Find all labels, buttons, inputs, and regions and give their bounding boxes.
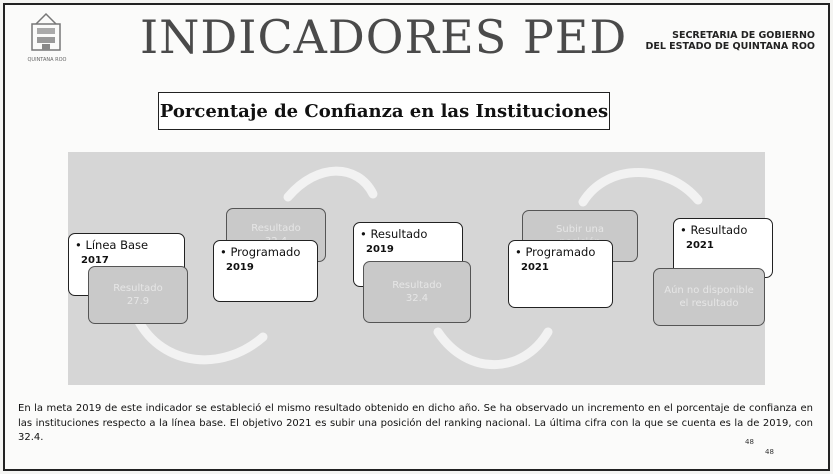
result-2019-label: • Resultado (360, 227, 428, 241)
programmed-2019-year: 2019 (226, 262, 254, 273)
result-2019-year: 2019 (366, 244, 394, 255)
government-seal-icon (22, 10, 70, 68)
flow-arrows (133, 166, 703, 370)
programmed-2021-card: • Programado 2021 (508, 240, 613, 308)
agency-name: SECRETARIA DE GOBIERNO DEL ESTADO DE QUI… (645, 30, 815, 52)
agency-line-2: DEL ESTADO DE QUINTANA ROO (645, 41, 815, 52)
programmed-2019-label: • Programado (220, 245, 301, 259)
programmed-2021-year: 2021 (521, 262, 549, 273)
logo-caption: QUINTANA ROO (27, 57, 67, 63)
indicator-subtitle: Porcentaje de Confianza en las Instituci… (158, 92, 610, 130)
page-number-secondary: 48 (765, 448, 774, 456)
indicator-description: En la meta 2019 de este indicador se est… (18, 403, 813, 443)
page-number: 48 (745, 438, 754, 446)
page-title: INDICADORES PED (140, 10, 628, 64)
result-2021-label: • Resultado (680, 223, 748, 237)
baseline-label: • Línea Base (75, 238, 149, 252)
programmed-2019-card: • Programado 2019 (213, 240, 318, 302)
result-2021-year: 2021 (686, 240, 714, 251)
agency-line-1: SECRETARIA DE GOBIERNO (672, 30, 815, 41)
baseline-year: 2017 (81, 255, 109, 266)
programmed-2021-label: • Programado (515, 245, 596, 259)
